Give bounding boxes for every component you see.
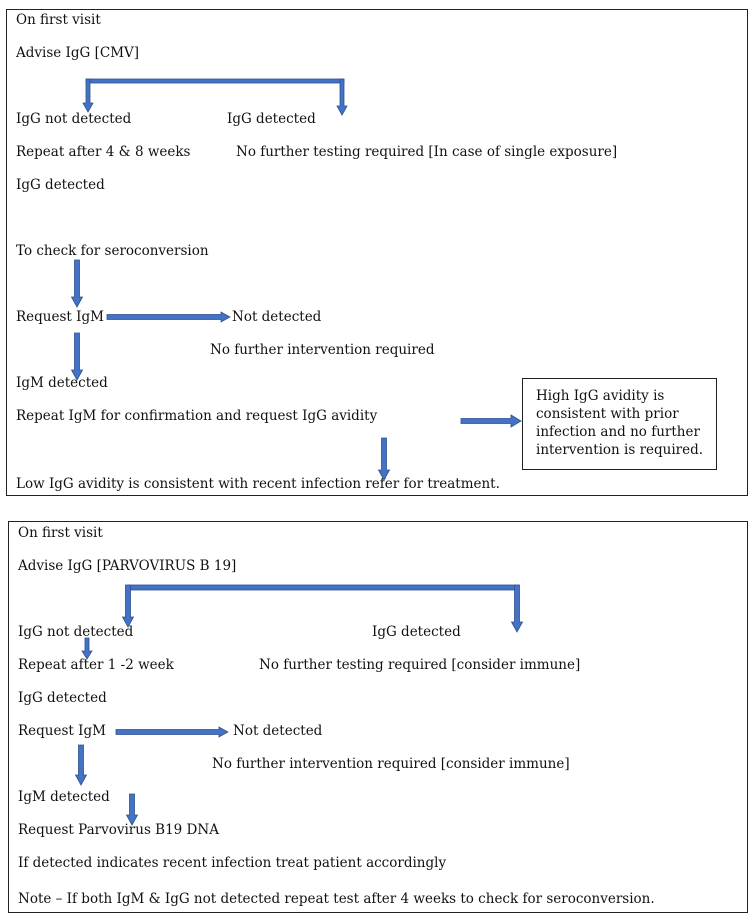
cmv-high-avidity-line: consistent with prior — [536, 406, 679, 422]
cmv-no-intervention: No further intervention required — [210, 342, 435, 358]
cmv-high-avidity-line: High IgG avidity is — [536, 388, 665, 404]
parvo-no-intervention: No further intervention required [consid… — [212, 756, 570, 772]
parvo-not-detected: Not detected — [233, 723, 323, 739]
parvo-if-detected: If detected indicates recent infection t… — [18, 855, 447, 871]
cmv-igm-detected: IgM detected — [16, 375, 108, 391]
parvo-note: Note – If both IgM & IgG not detected re… — [18, 891, 655, 907]
cmv-igg-detected-right: IgG detected — [227, 111, 316, 127]
parvo-advise-igg: Advise IgG [PARVOVIRUS B 19] — [18, 558, 237, 574]
cmv-first-visit: On first visit — [16, 12, 101, 28]
cmv-advise-igg: Advise IgG [CMV] — [16, 45, 140, 61]
cmv-request-igm: Request IgM — [16, 309, 104, 325]
parvo-igg-not-detected: IgG not detected — [18, 624, 134, 640]
cmv-igg-not-detected: IgG not detected — [16, 111, 132, 127]
cmv-high-avidity-box: High IgG avidity is consistent with prio… — [522, 378, 717, 470]
parvo-first-visit: On first visit — [18, 525, 103, 541]
cmv-igg-detected: IgG detected — [16, 177, 105, 193]
cmv-high-avidity-line: infection and no further — [536, 424, 700, 440]
parvo-no-further-testing: No further testing required [consider im… — [259, 657, 581, 673]
cmv-check-seroconversion: To check for seroconversion — [16, 243, 209, 259]
cmv-not-detected: Not detected — [232, 309, 322, 325]
parvo-repeat-after: Repeat after 1 -2 week — [18, 657, 174, 673]
cmv-high-avidity-line: intervention is required. — [536, 442, 704, 458]
parvo-igg-detected: IgG detected — [18, 690, 107, 706]
parvo-igg-detected-right: IgG detected — [372, 624, 461, 640]
parvo-request-igm: Request IgM — [18, 723, 106, 739]
cmv-repeat-after: Repeat after 4 & 8 weeks — [16, 144, 191, 160]
cmv-no-further-testing: No further testing required [In case of … — [236, 144, 618, 160]
parvo-igm-detected: IgM detected — [18, 789, 110, 805]
parvo-request-dna: Request Parvovirus B19 DNA — [18, 822, 219, 838]
cmv-repeat-igm: Repeat IgM for confirmation and request … — [16, 408, 378, 424]
cmv-low-avidity: Low IgG avidity is consistent with recen… — [16, 476, 500, 492]
